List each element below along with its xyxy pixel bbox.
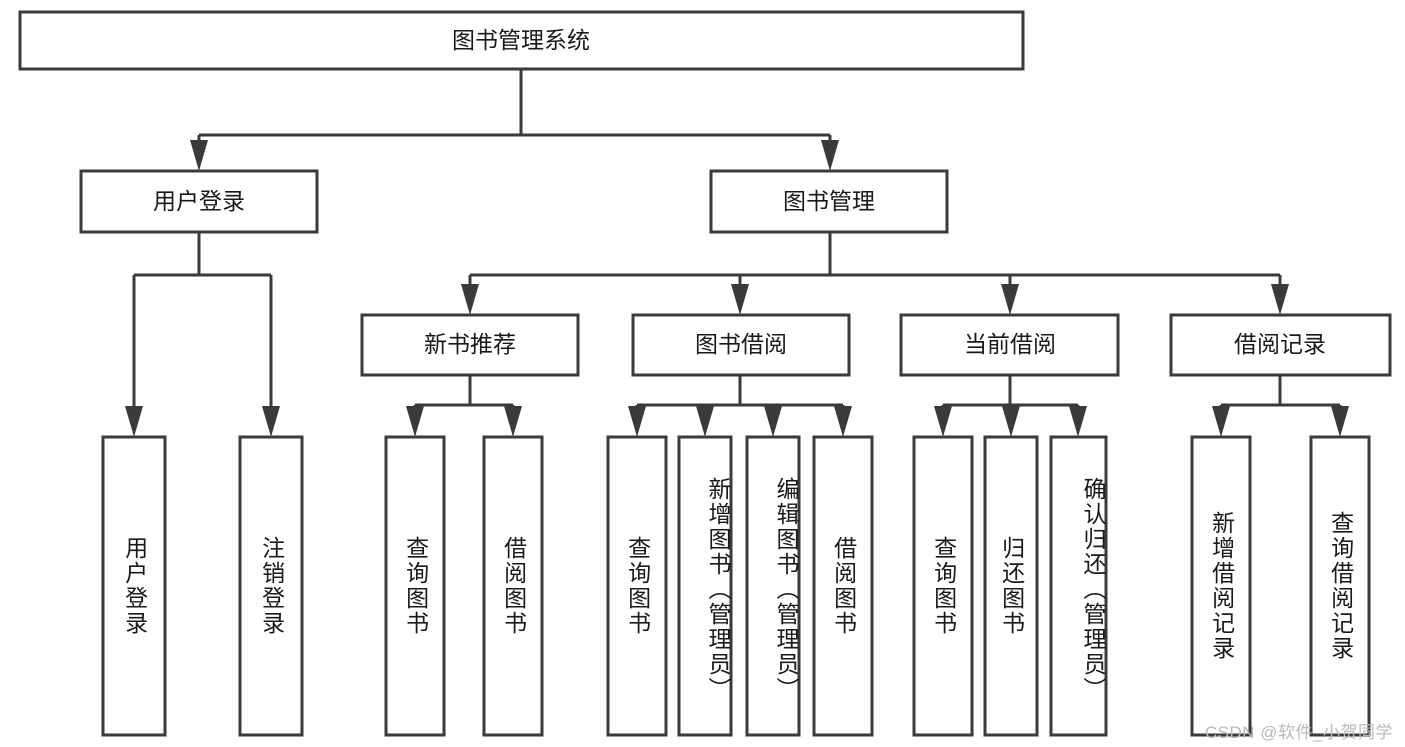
- node-label-root: 图书管理系统: [452, 27, 590, 53]
- node-layer: 图书管理系统 用户登录 图书管理 新书推荐 图书借阅 当前借阅 借阅记录: [18, 10, 1392, 737]
- arrow-to-borrow-record: [1271, 284, 1289, 315]
- node-box-current-borrow[interactable]: [899, 313, 1120, 377]
- node-label-new-book-recommend: 新书推荐: [424, 331, 516, 357]
- leaf-box-borrow-book-bb[interactable]: [812, 435, 874, 737]
- node-label-current-borrow: 当前借阅: [964, 331, 1056, 357]
- node-box-book-management[interactable]: [709, 169, 949, 234]
- arrow-bb-leaf-1: [628, 406, 646, 437]
- leaf-box-query-book-nbr[interactable]: [384, 435, 446, 737]
- leaf-box-edit-book-admin[interactable]: [745, 435, 801, 737]
- watermark-text: CSDN @软件_小贺同学: [1204, 723, 1393, 742]
- arrow-to-new-book-rec: [461, 284, 479, 315]
- arrow-cb-leaf-1: [934, 406, 952, 437]
- leaf-box-query-borrow-record[interactable]: [1309, 435, 1371, 737]
- node-label-book-management: 图书管理: [783, 188, 875, 214]
- leaf-box-add-book-admin[interactable]: [677, 435, 733, 737]
- arrow-bb-leaf-2: [696, 406, 714, 437]
- node-label-borrow-record: 借阅记录: [1234, 331, 1326, 357]
- leaf-box-logout[interactable]: [238, 435, 304, 737]
- arrow-nbr-leaf-2: [504, 406, 522, 437]
- node-box-root[interactable]: [18, 10, 1025, 71]
- arrow-nbr-leaf-1: [406, 406, 424, 437]
- arrow-to-user-login: [190, 140, 208, 171]
- connector-layer: [125, 69, 1349, 437]
- leaf-box-borrow-book-nbr[interactable]: [482, 435, 544, 737]
- arrow-to-leaf-logout: [262, 406, 280, 437]
- leaf-box-user-login[interactable]: [101, 435, 167, 737]
- leaf-box-query-book-bb[interactable]: [606, 435, 668, 737]
- node-label-book-borrow: 图书借阅: [695, 331, 787, 357]
- node-box-book-borrow[interactable]: [631, 313, 851, 377]
- arrow-cb-leaf-2: [1002, 406, 1020, 437]
- arrow-to-leaf-user-login: [125, 406, 143, 437]
- arrow-to-book-management: [821, 140, 839, 171]
- leaf-box-add-borrow-record[interactable]: [1190, 435, 1252, 737]
- arrow-cb-leaf-3: [1069, 406, 1087, 437]
- arrow-br-leaf-2: [1331, 406, 1349, 437]
- arrow-bb-leaf-4: [834, 406, 852, 437]
- leaf-box-confirm-return-admin[interactable]: [1049, 435, 1108, 737]
- arrow-to-current-borrow: [1001, 284, 1019, 315]
- node-label-user-login: 用户登录: [153, 188, 245, 214]
- node-box-new-book-recommend[interactable]: [360, 313, 580, 377]
- arrow-bb-leaf-3: [764, 406, 782, 437]
- leaf-box-query-book-cb[interactable]: [912, 435, 974, 737]
- node-box-borrow-record[interactable]: [1169, 313, 1392, 377]
- leaf-box-return-book[interactable]: [983, 435, 1039, 737]
- arrow-to-book-borrow: [731, 284, 749, 315]
- arrow-br-leaf-1: [1212, 406, 1230, 437]
- node-box-user-login[interactable]: [79, 169, 319, 234]
